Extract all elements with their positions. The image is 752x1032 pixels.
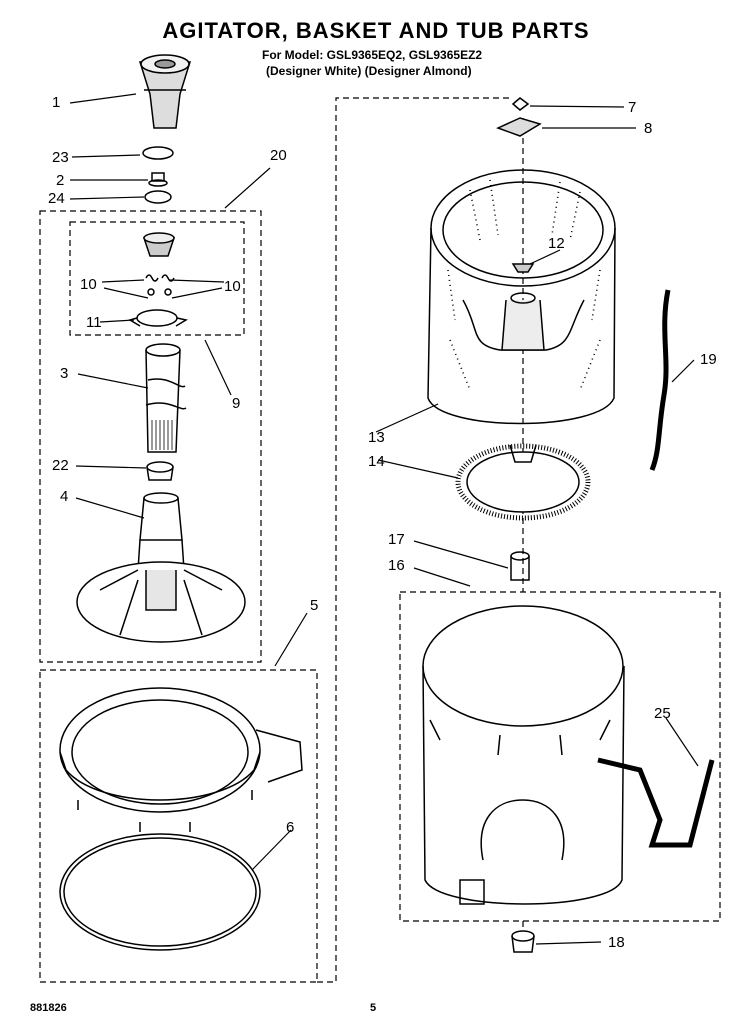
callout-3: 3 <box>60 365 69 382</box>
spring-parts <box>145 274 175 296</box>
auger-part <box>145 343 187 453</box>
tub-seal-part <box>59 833 261 951</box>
bracket-part <box>496 117 542 137</box>
callout-11: 11 <box>86 314 102 331</box>
group-box-20 <box>39 210 262 663</box>
agitator-base-part <box>76 492 246 643</box>
pump-pulley-part <box>455 443 591 521</box>
outer-tub-part <box>422 605 625 905</box>
ring-part <box>128 309 188 327</box>
leader-lines <box>69 93 699 945</box>
drive-coupling-part <box>510 551 530 581</box>
callout-1: 1 <box>52 94 61 111</box>
callout-23: 23 <box>52 149 69 166</box>
nut-part <box>511 97 530 111</box>
overflow-hose-part <box>649 289 671 471</box>
drain-hose-part <box>597 757 715 848</box>
callout-20: 20 <box>270 147 287 164</box>
callout-13: 13 <box>368 429 385 446</box>
callout-9: 9 <box>232 395 241 412</box>
clutch-part <box>146 461 174 481</box>
page-title: AGITATOR, BASKET AND TUB PARTS <box>162 18 590 43</box>
group-box-16 <box>399 591 721 922</box>
group-box-5-6 <box>39 669 318 983</box>
callout-6: 6 <box>286 819 295 836</box>
callout-7: 7 <box>628 99 637 116</box>
callout-19: 19 <box>700 351 717 368</box>
page-number: 5 <box>370 1002 377 1014</box>
basket-drive-nut-part <box>511 263 535 273</box>
callout-25: 25 <box>654 705 671 722</box>
callout-8: 8 <box>644 120 653 137</box>
callout-12: 12 <box>548 235 565 252</box>
model-colors: (Designer White) (Designer Almond) <box>266 64 472 78</box>
callout-2: 2 <box>56 172 65 189</box>
callout-10-right: 10 <box>224 278 241 295</box>
callout-24: 24 <box>48 190 65 207</box>
callout-4: 4 <box>60 488 69 505</box>
routing-line <box>317 97 510 983</box>
agitator-cap-part <box>138 54 192 129</box>
drain-pump-part <box>511 930 535 953</box>
agitator-dog-part <box>142 232 176 257</box>
basket-part <box>427 169 616 425</box>
bolt-part <box>148 172 168 187</box>
document-number: 881826 <box>30 1002 67 1014</box>
tub-ring-part <box>59 687 303 832</box>
cam-part <box>142 146 174 160</box>
washer-part <box>144 190 172 204</box>
group-box-9 <box>69 221 245 336</box>
callout-5: 5 <box>310 597 319 614</box>
callout-10-left: 10 <box>80 276 97 293</box>
callout-14: 14 <box>368 453 385 470</box>
callout-17: 17 <box>388 531 405 548</box>
callout-22: 22 <box>52 457 69 474</box>
model-numbers: For Model: GSL9365EQ2, GSL9365EZ2 <box>262 48 483 62</box>
callout-16: 16 <box>388 557 405 574</box>
callout-18: 18 <box>608 934 625 951</box>
